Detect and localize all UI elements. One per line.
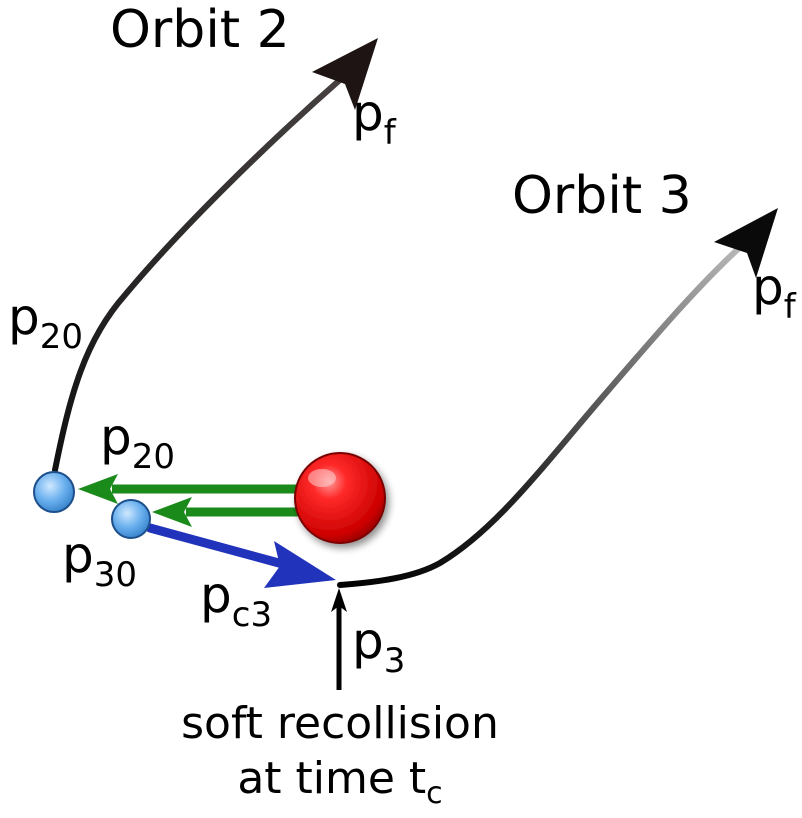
- orbit3-title: Orbit 3: [512, 166, 692, 226]
- p3-sub: 3: [383, 641, 406, 681]
- orbit2-trajectory: [52, 75, 345, 473]
- green-arrow-upper-head: [78, 474, 118, 504]
- p20-arrow-sub: 20: [131, 437, 176, 477]
- blue-arrow-shaft: [145, 523, 295, 571]
- orbit3-trajectory: [337, 237, 751, 588]
- p3-label: p3: [352, 616, 405, 678]
- pf-orbit2-sub: f: [383, 113, 396, 153]
- p30-base: p: [62, 526, 94, 584]
- p20-curve-sub: 20: [39, 317, 84, 357]
- caption-line2: at time tc: [130, 757, 550, 809]
- blue-arrow-head: [264, 541, 336, 588]
- p20-label-curve: p20: [8, 292, 83, 354]
- electron-orbit3: [111, 499, 151, 539]
- pf-orbit3-base: p: [752, 258, 784, 316]
- p20-arrow-base: p: [100, 408, 132, 466]
- caption-line1: soft recollision: [181, 698, 499, 749]
- ion-highlight: [308, 469, 336, 487]
- p20-label-arrow: p20: [100, 412, 175, 474]
- ion-sphere: [294, 452, 386, 544]
- caption-line2-sub: c: [426, 776, 443, 811]
- electron-orbit2: [33, 471, 75, 513]
- orbit3-arrowhead: [714, 208, 778, 278]
- caption-line2-text: at time t: [237, 753, 427, 804]
- pf-orbit3-sub: f: [783, 287, 796, 327]
- p3-base: p: [352, 612, 384, 670]
- pc3-base: p: [200, 566, 232, 624]
- p30-label: p30: [62, 530, 137, 592]
- pf-orbit2-base: p: [352, 84, 384, 142]
- p30-sub: 30: [93, 555, 138, 595]
- pc3-label: pc3: [200, 570, 272, 632]
- p20-curve-base: p: [8, 288, 40, 346]
- pf-label-orbit2: pf: [352, 88, 396, 150]
- p3-arrow-head: [331, 588, 347, 612]
- green-arrow-lower-head: [152, 497, 192, 527]
- orbit2-arrowhead: [312, 38, 378, 110]
- pc3-sub: c3: [231, 595, 273, 635]
- pf-label-orbit3: pf: [752, 262, 796, 324]
- orbit2-title: Orbit 2: [110, 0, 290, 60]
